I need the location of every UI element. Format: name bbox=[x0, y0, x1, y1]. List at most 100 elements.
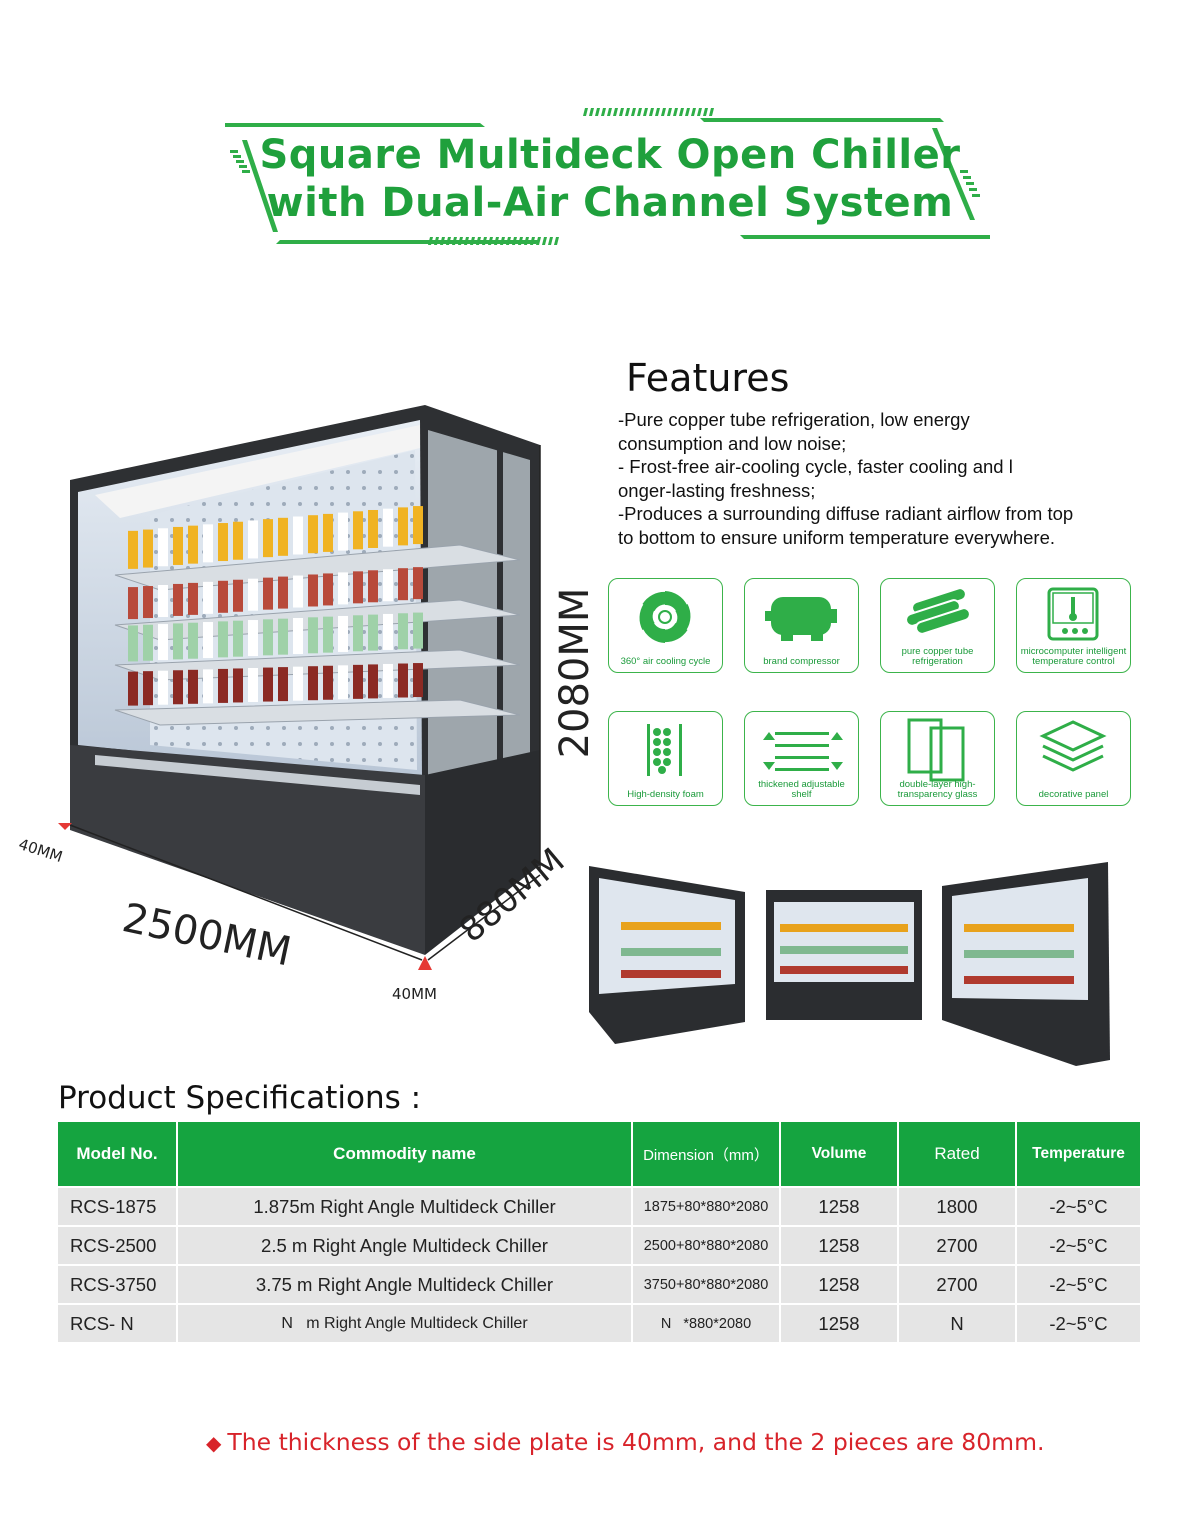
cell-volume: 1258 bbox=[781, 1303, 899, 1342]
product-item bbox=[413, 567, 423, 600]
banner-dash bbox=[703, 108, 708, 116]
product-item bbox=[278, 667, 288, 702]
product-item bbox=[383, 663, 393, 698]
product-item bbox=[323, 665, 333, 700]
product-item bbox=[203, 622, 213, 659]
product-item bbox=[218, 580, 228, 613]
banner-dash bbox=[595, 108, 600, 116]
banner-dash bbox=[488, 237, 493, 245]
glass-icon bbox=[907, 718, 965, 782]
thermometer-icon bbox=[1047, 587, 1099, 641]
feature-card-air-cooling: 360° air cooling cycle bbox=[608, 578, 723, 673]
banner-dash bbox=[482, 237, 487, 245]
cell-dimension: 2500+80*880*2080 bbox=[633, 1225, 781, 1264]
banner-dash bbox=[500, 237, 505, 245]
product-item bbox=[248, 520, 258, 559]
cell-name: 2.5 m Right Angle Multideck Chiller bbox=[178, 1225, 633, 1264]
product-item bbox=[383, 613, 393, 650]
product-item bbox=[173, 583, 183, 616]
product-item bbox=[293, 666, 303, 701]
banner-dash bbox=[607, 108, 612, 116]
table-row: RCS-3750 3.75 m Right Angle Multideck Ch… bbox=[58, 1264, 1140, 1303]
product-item bbox=[398, 507, 408, 546]
product-item bbox=[248, 620, 258, 657]
product-item bbox=[353, 571, 363, 604]
banner-dash bbox=[440, 237, 445, 245]
cell-volume: 1258 bbox=[781, 1186, 899, 1225]
features-heading: Features bbox=[626, 356, 790, 400]
cell-model: RCS-1875 bbox=[58, 1186, 178, 1225]
cell-model: RCS-2500 bbox=[58, 1225, 178, 1264]
feature-card-label: pure copper tube refrigeration bbox=[901, 646, 974, 667]
product-item bbox=[173, 623, 183, 660]
product-item bbox=[413, 612, 423, 649]
cell-volume: 1258 bbox=[781, 1225, 899, 1264]
banner-dash bbox=[691, 108, 696, 116]
banner-dash bbox=[673, 108, 678, 116]
chiller-front-view bbox=[766, 890, 922, 1020]
feature-line: onger-lasting freshness; bbox=[618, 479, 816, 501]
banner-dash bbox=[476, 237, 481, 245]
feature-line: consumption and low noise; bbox=[618, 432, 847, 454]
feature-card-label: microcomputer intelligent temperature co… bbox=[1020, 646, 1127, 667]
cell-rated: 2700 bbox=[899, 1264, 1017, 1303]
feature-card-label: double-layer high-transparency glass bbox=[897, 779, 978, 800]
foam-icon bbox=[647, 724, 682, 776]
feature-line: -Produces a surrounding diffuse radiant … bbox=[618, 503, 1074, 524]
banner-dash bbox=[963, 176, 971, 179]
product-item bbox=[128, 671, 138, 706]
product-item bbox=[128, 530, 138, 569]
cell-rated: 2700 bbox=[899, 1225, 1017, 1264]
feature-card-panel: decorative panel bbox=[1016, 711, 1131, 806]
banner-dash bbox=[667, 108, 672, 116]
column-header-rated: Rated bbox=[899, 1122, 1017, 1186]
product-item bbox=[233, 521, 243, 560]
cell-temperature: -2~5°C bbox=[1017, 1186, 1140, 1225]
product-item bbox=[323, 513, 333, 552]
product-item bbox=[413, 506, 423, 545]
product-item bbox=[278, 517, 288, 556]
cell-model: RCS- N bbox=[58, 1303, 178, 1342]
product-item bbox=[368, 614, 378, 651]
title-line-2: with Dual-Air Channel System bbox=[266, 180, 954, 226]
banner-dash bbox=[236, 160, 244, 163]
banner-dash bbox=[969, 188, 977, 191]
feature-card-label: brand compressor bbox=[763, 656, 840, 667]
feature-card-label: thickened adjustable shelf bbox=[758, 779, 845, 800]
banner-dash bbox=[242, 170, 250, 173]
feature-card-shelf: thickened adjustable shelf bbox=[744, 711, 859, 806]
feature-card-label: High-density foam bbox=[627, 789, 704, 800]
product-item bbox=[188, 622, 198, 659]
column-header-temperature: Temperature bbox=[1017, 1122, 1140, 1186]
feature-card-compressor: brand compressor bbox=[744, 578, 859, 673]
table-row: RCS- N N m Right Angle Multideck Chiller… bbox=[58, 1303, 1140, 1342]
column-header-volume: Volume bbox=[781, 1122, 899, 1186]
banner-dash bbox=[512, 237, 517, 245]
product-item bbox=[158, 670, 168, 705]
product-item bbox=[188, 669, 198, 704]
cell-rated: 1800 bbox=[899, 1186, 1017, 1225]
product-item bbox=[233, 579, 243, 612]
footnote: ◆The thickness of the side plate is 40mm… bbox=[206, 1428, 1044, 1456]
product-item bbox=[128, 587, 138, 620]
feature-line: - Frost-free air-cooling cycle, faster c… bbox=[618, 456, 1013, 477]
feature-line: to bottom to ensure uniform temperature … bbox=[618, 526, 1056, 548]
height-dimension-label: 2080MM bbox=[552, 587, 598, 759]
banner-dash bbox=[589, 108, 594, 116]
product-item bbox=[353, 664, 363, 699]
product-item bbox=[143, 624, 153, 661]
table-row: RCS-1875 1.875m Right Angle Multideck Ch… bbox=[58, 1186, 1140, 1225]
banner-dash bbox=[464, 237, 469, 245]
footnote-text: The thickness of the side plate is 40mm,… bbox=[227, 1428, 1045, 1456]
banner-dash bbox=[643, 108, 648, 116]
banner-dash bbox=[619, 108, 624, 116]
product-item bbox=[203, 581, 213, 614]
layers-icon bbox=[1039, 720, 1107, 772]
product-item bbox=[293, 617, 303, 654]
product-item bbox=[218, 668, 228, 703]
banner-dash bbox=[518, 237, 523, 245]
banner-dash bbox=[233, 155, 241, 158]
banner-dash bbox=[239, 165, 247, 168]
compressor-icon bbox=[765, 597, 837, 641]
feature-card-label: 360° air cooling cycle bbox=[620, 656, 711, 667]
